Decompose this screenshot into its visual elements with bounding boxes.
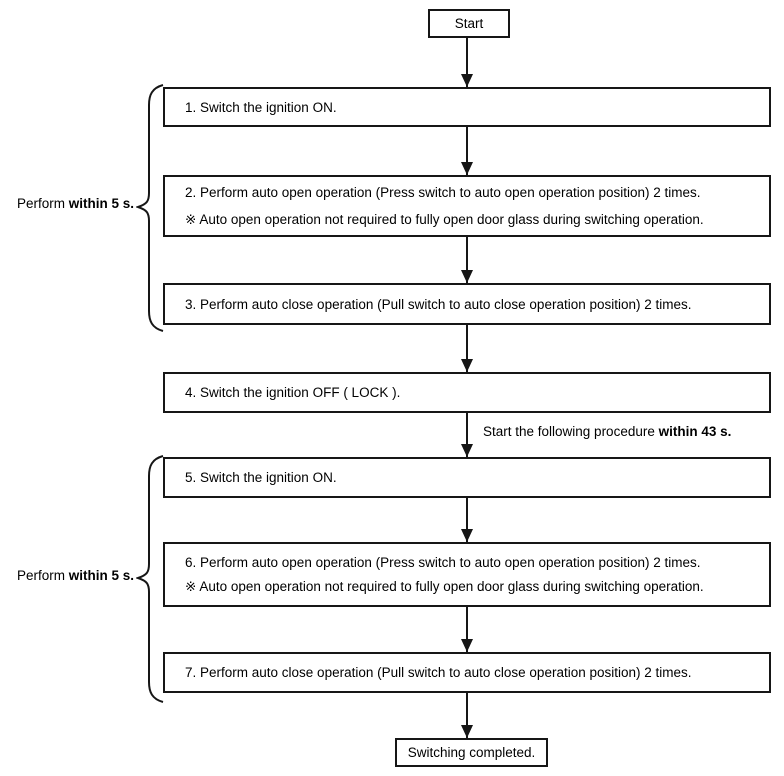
step-box-2: 2. Perform auto open operation (Press sw…: [163, 175, 771, 237]
group-label-1-bold: within 5 s.: [68, 196, 134, 211]
group-label-1-prefix: Perform: [16, 196, 69, 211]
interval-annotation-prefix: Start the following procedure: [483, 424, 659, 439]
group-label-2-prefix: Perform: [16, 568, 69, 583]
group-brace-2: [136, 455, 164, 703]
group-label-2: Perform within 5 s.: [0, 568, 134, 583]
flow-arrow-start-to-1: [461, 38, 473, 87]
interval-annotation-bold: within 43 s.: [658, 424, 732, 439]
step-2-note: ※ Auto open operation not required to fu…: [185, 212, 704, 227]
step-2-text: 2. Perform auto open operation (Press sw…: [185, 185, 701, 200]
step-6-text: 6. Perform auto open operation (Press sw…: [185, 555, 701, 570]
step-box-5: 5. Switch the ignition ON.: [163, 457, 771, 498]
step-box-3: 3. Perform auto close operation (Pull sw…: [163, 283, 771, 325]
group-label-2-bold: within 5 s.: [68, 568, 134, 583]
flow-arrow-2-to-3: [461, 237, 473, 283]
step-4-text: 4. Switch the ignition OFF ( LOCK ).: [185, 385, 401, 400]
step-box-7: 7. Perform auto close operation (Pull sw…: [163, 652, 771, 693]
step-7-text: 7. Perform auto close operation (Pull sw…: [185, 665, 692, 680]
end-node: Switching completed.: [395, 738, 548, 767]
step-box-6: 6. Perform auto open operation (Press sw…: [163, 542, 771, 607]
step-1-text: 1. Switch the ignition ON.: [185, 99, 337, 115]
flow-arrow-6-to-7: [461, 607, 473, 652]
step-5-text: 5. Switch the ignition ON.: [185, 470, 337, 485]
start-node: Start: [428, 9, 510, 38]
step-box-4: 4. Switch the ignition OFF ( LOCK ).: [163, 372, 771, 413]
end-node-label: Switching completed.: [407, 745, 536, 760]
step-3-text: 3. Perform auto close operation (Pull sw…: [185, 296, 692, 312]
flow-arrow-1-to-2: [461, 127, 473, 175]
flow-arrow-3-to-4: [461, 325, 473, 372]
flow-arrow-4-to-5: [461, 413, 473, 457]
flow-arrow-7-to-end: [461, 693, 473, 738]
group-label-1: Perform within 5 s.: [0, 196, 134, 211]
group-brace-1: [136, 84, 164, 332]
step-6-note: ※ Auto open operation not required to fu…: [185, 579, 704, 594]
interval-annotation: Start the following procedure within 43 …: [483, 424, 731, 439]
step-box-1: 1. Switch the ignition ON.: [163, 87, 771, 127]
flow-arrow-5-to-6: [461, 498, 473, 542]
start-node-label: Start: [454, 16, 484, 31]
